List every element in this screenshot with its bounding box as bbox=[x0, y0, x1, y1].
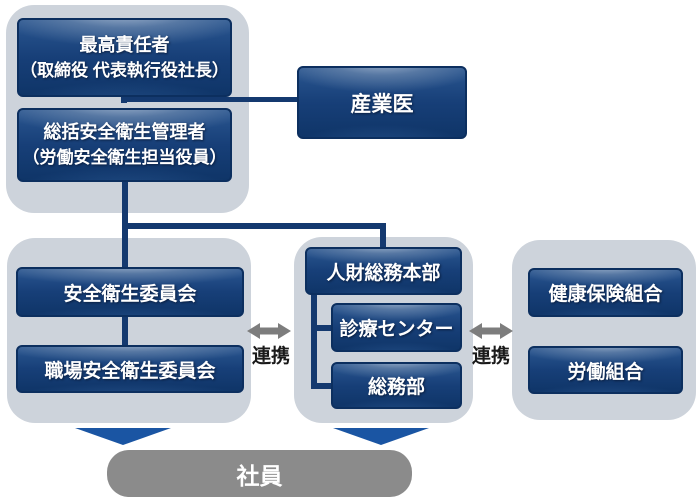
committees-group-container bbox=[7, 238, 251, 423]
node-employees-label: 社員 bbox=[236, 462, 283, 489]
node-workplace-safety-committee-label: 職場安全衛生委員会 bbox=[44, 360, 216, 382]
node-medical-center-label: 診療センター bbox=[339, 319, 454, 340]
node-employees: 社員 bbox=[107, 450, 412, 497]
node-health-insurance-union: 健康保険組合 bbox=[528, 268, 683, 317]
node-top-executive-line1: 最高責任者 bbox=[79, 34, 170, 55]
down-arrow-right-icon bbox=[333, 428, 429, 445]
node-industrial-physician: 産業医 bbox=[297, 66, 467, 139]
connector-executive-to-physician bbox=[121, 97, 298, 102]
connector-bracket-to-medical-center bbox=[311, 325, 332, 331]
node-general-affairs-dept-label: 総務部 bbox=[367, 377, 425, 398]
node-top-executive: 最高責任者 （取締役 代表執行役社長） bbox=[17, 18, 232, 97]
link-double-arrow-left-icon bbox=[247, 323, 291, 339]
node-health-insurance-union-label: 健康保険組合 bbox=[548, 284, 663, 305]
connector-branch-to-hr bbox=[380, 223, 386, 248]
node-general-affairs-dept: 総務部 bbox=[331, 362, 462, 409]
node-labor-union-label: 労働組合 bbox=[567, 361, 644, 383]
node-labor-union: 労働組合 bbox=[528, 346, 683, 394]
connector-committee-to-workplace bbox=[122, 317, 128, 345]
down-arrow-left-icon bbox=[75, 428, 171, 445]
node-medical-center: 診療センター bbox=[331, 303, 462, 352]
connector-hr-bracket-vertical bbox=[311, 295, 317, 389]
node-safety-committee-label: 安全衛生委員会 bbox=[63, 283, 197, 305]
node-top-executive-line2: （取締役 代表執行役社長） bbox=[20, 60, 229, 80]
node-general-safety-manager: 総括安全衛生管理者 （労働安全衛生担当役員） bbox=[17, 108, 232, 182]
node-industrial-physician-label: 産業医 bbox=[350, 92, 414, 116]
node-safety-committee: 安全衛生委員会 bbox=[16, 267, 244, 317]
node-general-safety-manager-line2: （労働安全衛生担当役員） bbox=[22, 148, 227, 167]
node-workplace-safety-committee: 職場安全衛生委員会 bbox=[16, 345, 244, 393]
link-double-arrow-right-icon bbox=[469, 323, 513, 339]
link-label-left: 連携 bbox=[251, 346, 290, 367]
node-hr-general-affairs-hq: 人財総務本部 bbox=[305, 247, 462, 295]
link-label-right: 連携 bbox=[471, 346, 510, 367]
connector-bracket-to-general-affairs bbox=[311, 383, 332, 389]
node-hr-general-affairs-hq-label: 人財総務本部 bbox=[326, 262, 441, 284]
connector-branch-horizontal bbox=[122, 223, 386, 229]
node-general-safety-manager-line1: 総括安全衛生管理者 bbox=[43, 122, 206, 142]
